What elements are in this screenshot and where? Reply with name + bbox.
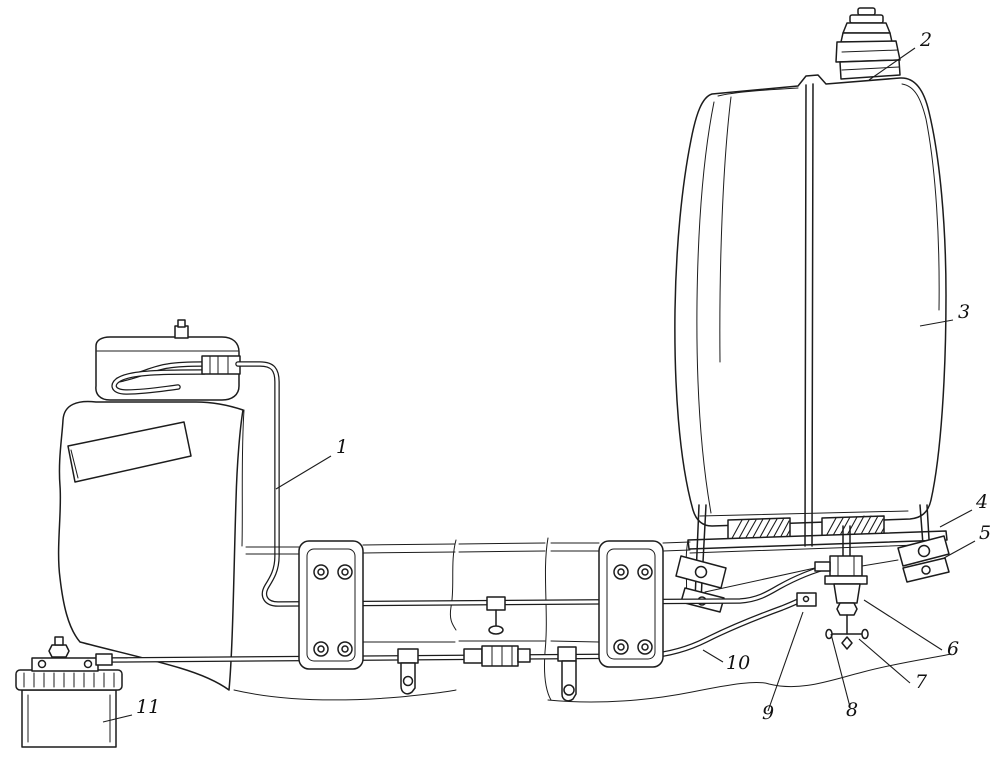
callout-labels: 1 2 3 4 5 6 7 8 9 10 11 bbox=[136, 29, 991, 724]
pump-pipes bbox=[111, 361, 207, 395]
fuel-line-1 bbox=[235, 361, 834, 607]
leader-4 bbox=[939, 509, 973, 528]
callout-1: 1 bbox=[336, 436, 348, 458]
callout-8: 8 bbox=[846, 699, 858, 721]
pipe-union bbox=[463, 645, 531, 667]
filter-bolt bbox=[48, 644, 70, 658]
tank-strap bbox=[804, 83, 814, 547]
callout-7: 7 bbox=[915, 671, 928, 693]
filler-cap bbox=[835, 7, 901, 80]
tank-bracket-right bbox=[897, 504, 950, 583]
sediment-filter bbox=[15, 636, 123, 748]
leader-6 bbox=[863, 599, 943, 651]
sediment-bowl bbox=[833, 583, 861, 604]
filter-body bbox=[21, 689, 117, 748]
filter-outlet bbox=[95, 653, 113, 666]
hex-nut bbox=[836, 602, 858, 616]
drain-tip bbox=[841, 636, 853, 650]
engine-assembly bbox=[57, 319, 245, 691]
bracket-bolt bbox=[917, 544, 931, 558]
fuel-tank bbox=[674, 74, 947, 527]
leader-11 bbox=[102, 714, 133, 723]
inline-tap bbox=[486, 596, 506, 635]
leader-3 bbox=[919, 319, 954, 327]
callout-9: 9 bbox=[762, 702, 774, 724]
callout-10: 10 bbox=[726, 652, 750, 674]
pipe-union-fitting bbox=[201, 355, 241, 375]
engine-frame-edge bbox=[241, 409, 245, 547]
callout-11: 11 bbox=[136, 696, 160, 718]
frame-plate-left bbox=[298, 540, 364, 670]
leader-lines bbox=[102, 47, 976, 723]
frame-plate-right bbox=[598, 540, 664, 668]
callout-4: 4 bbox=[975, 491, 988, 513]
pipe-clamp-b bbox=[557, 646, 577, 702]
fuel-valve-assembly bbox=[704, 525, 899, 650]
leader-8 bbox=[830, 633, 851, 708]
pipe-clamp-a bbox=[397, 648, 419, 695]
callout-5: 5 bbox=[979, 522, 991, 544]
fuel-line-10 bbox=[101, 595, 807, 663]
tap-handle bbox=[488, 625, 504, 635]
leader-5 bbox=[943, 540, 976, 559]
leader-2 bbox=[868, 47, 916, 81]
leader-7 bbox=[858, 638, 911, 684]
filter-lid bbox=[15, 669, 123, 691]
bracket-bolt bbox=[694, 565, 708, 579]
lid-knurling bbox=[23, 672, 115, 688]
leader-10 bbox=[702, 649, 724, 663]
frame-rails bbox=[245, 541, 691, 643]
callout-6: 6 bbox=[947, 638, 959, 660]
exhaust-spout bbox=[67, 421, 192, 483]
cock-handle bbox=[814, 561, 831, 572]
callout-3: 3 bbox=[958, 301, 970, 323]
leader-9 bbox=[767, 611, 804, 712]
leader-1 bbox=[275, 455, 332, 490]
pump-bolt bbox=[174, 325, 189, 339]
bracket-rod bbox=[704, 559, 899, 593]
tank-contour-lines bbox=[696, 83, 940, 517]
callout-2: 2 bbox=[919, 29, 932, 51]
fuel-cock-body bbox=[829, 555, 863, 577]
tank-saddle bbox=[687, 530, 948, 554]
